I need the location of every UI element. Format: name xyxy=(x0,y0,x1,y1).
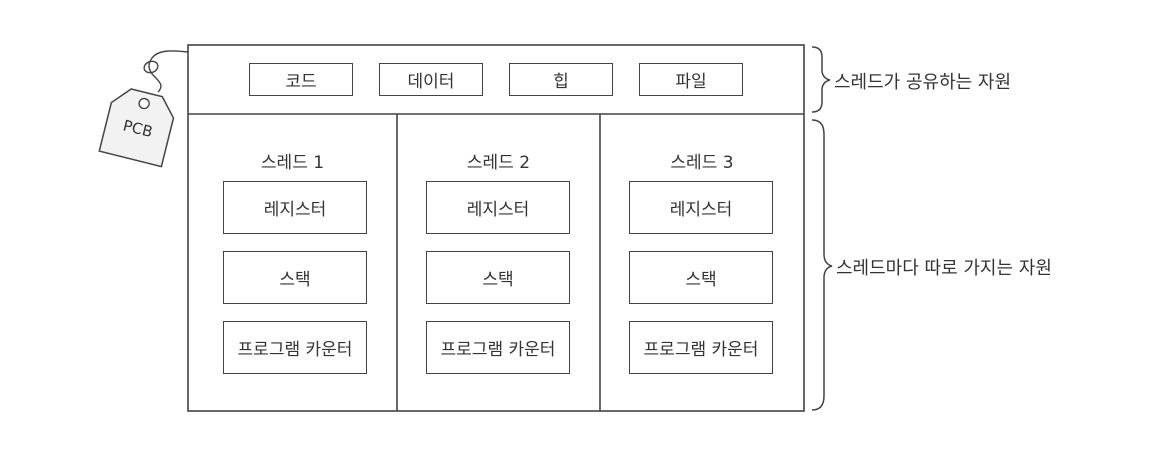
process-frame xyxy=(187,44,805,412)
shared-item-data: 데이터 xyxy=(379,63,483,96)
thread-3-register: 레지스터 xyxy=(629,181,773,234)
shared-item-file: 파일 xyxy=(639,63,743,96)
pcb-tag-loop xyxy=(143,60,159,74)
shared-brace xyxy=(811,46,831,113)
pcb-tag xyxy=(98,88,175,168)
pcb-tag-body xyxy=(98,88,175,168)
shared-item-code: 코드 xyxy=(249,63,353,96)
shared-item-heap: 힙 xyxy=(509,63,613,96)
pcb-tag-string xyxy=(148,50,189,93)
thread-2-title: 스레드 2 xyxy=(466,153,531,173)
thread-3-program-counter: 프로그램 카운터 xyxy=(629,321,773,374)
per-thread-resources-caption: 스레드마다 따로 가지는 자원 xyxy=(836,258,1052,279)
thread-1-register: 레지스터 xyxy=(223,181,367,234)
thread-1-stack: 스택 xyxy=(223,251,367,304)
shared-resources-caption: 스레드가 공유하는 자원 xyxy=(834,72,1012,93)
thread-3-title: 스레드 3 xyxy=(670,153,734,173)
pcb-tag-hole xyxy=(138,97,150,110)
thread-1-program-counter: 프로그램 카운터 xyxy=(223,321,367,374)
thread-2-program-counter: 프로그램 카운터 xyxy=(426,321,570,374)
per-thread-brace xyxy=(811,119,833,411)
thread-3-stack: 스택 xyxy=(629,251,773,304)
thread-1-title: 스레드 1 xyxy=(260,153,325,173)
thread-2-register: 레지스터 xyxy=(426,181,570,234)
thread-2-stack: 스택 xyxy=(426,251,570,304)
